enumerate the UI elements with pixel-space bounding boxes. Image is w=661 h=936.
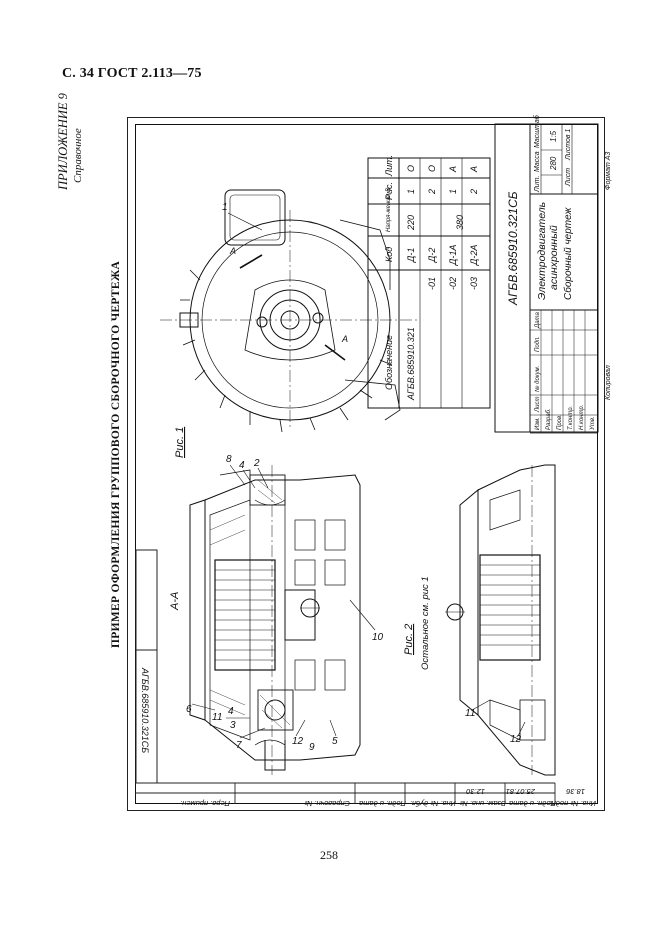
callout-6: 6 <box>186 704 192 715</box>
drawing-sheet-inner-frame <box>135 124 598 804</box>
vt-r4-designation: -03 <box>469 277 479 290</box>
tb-mass-value: 280 <box>549 156 558 171</box>
tb-mass-header: Масса <box>534 151 541 172</box>
callout-fig2-12: 12 <box>510 734 522 745</box>
tb-role-tkontr: Т.контр. <box>568 406 574 430</box>
margin-label-perv-primen: Перв. примен. <box>180 799 230 808</box>
margin-label-inv-dubl: Инв. № дубл. <box>410 799 456 808</box>
margin-labels: Перв. примен. Справочн. № Подп. и дата И… <box>180 787 596 808</box>
vt-header-code: Код <box>384 247 394 262</box>
fig2-label: Рис. 2 <box>403 624 415 655</box>
callout-2: 2 <box>253 458 260 469</box>
vt-r1-code: Д-1 <box>406 248 416 263</box>
tb-role-data: Дата <box>535 312 541 329</box>
margin-value-1230: 12.30 <box>465 787 485 796</box>
tb-role-nkontr: Н.контр. <box>579 405 585 430</box>
margin-label-inv-podl: Инв. № подл. <box>549 799 596 808</box>
callout-10: 10 <box>372 632 384 643</box>
vt-header-voltage: Напря-жение, В <box>386 188 392 232</box>
tb-role-list: Лист <box>535 397 541 413</box>
tb-scale-value: 1:5 <box>549 130 558 142</box>
vt-r1-voltage: 220 <box>406 215 416 231</box>
tb-format: Формат А3 <box>605 152 612 190</box>
margin-value-1836: 18.36 <box>565 787 585 796</box>
callout-5: 5 <box>332 736 338 747</box>
tb-role-dokum: № докум. <box>534 366 541 392</box>
vt-header-designation: Обозначение <box>384 335 394 390</box>
title-block-text: АГБВ.685910.321СБ Электродвигатель асинх… <box>506 114 612 431</box>
margin-label-spravochn: Справочн. № <box>304 799 350 808</box>
margin-label-podp-data-2: Подп. и дата <box>509 799 556 808</box>
callout-7: 7 <box>236 740 242 751</box>
left-margin-strip <box>135 782 556 804</box>
variants-table-text: Обозначение Код Напря-жение, В Рис. Лит.… <box>384 155 479 401</box>
vt-r2-fig: 2 <box>427 189 437 195</box>
vt-r4-fig: 2 <box>469 189 479 195</box>
vt-r4-code: Д-2А <box>469 245 479 266</box>
margin-value-date: 25.07.81 <box>506 787 536 796</box>
page-header: С. 34 ГОСТ 2.113—75 <box>62 66 202 81</box>
vt-r3-designation: -02 <box>448 277 458 290</box>
callout-3: 3 <box>230 720 236 731</box>
vt-r2-designation: -01 <box>427 277 437 290</box>
vt-r2-lit: О <box>427 165 437 172</box>
vt-r1-fig: 1 <box>406 189 416 194</box>
vt-r3-lit: А <box>448 166 458 173</box>
tb-sheet-label: Лист <box>565 168 572 187</box>
fig1-label: Рис. 1 <box>174 427 186 458</box>
page-number: 258 <box>320 848 338 862</box>
vt-r3-fig: 1 <box>448 189 458 194</box>
title-block <box>494 123 599 434</box>
callout-8: 8 <box>226 454 232 465</box>
vt-r1-designation: АГБВ.685910.321 <box>406 327 416 401</box>
tb-role-izm: Изм. <box>535 417 541 430</box>
tb-sheets-label: Листов 1 <box>565 129 572 161</box>
tb-role-prov: Пров. <box>557 414 563 430</box>
tb-lit-header: Лит. <box>534 176 541 193</box>
variants-table <box>367 157 491 409</box>
vt-r1-lit: О <box>406 165 416 172</box>
fig2-partial-view <box>445 464 556 776</box>
view-marker-a-bottom: А <box>341 334 348 344</box>
view-marker-a-top: А <box>229 246 236 256</box>
fig1-section-view <box>189 465 361 775</box>
fig1-leaders <box>191 212 376 739</box>
top-left-code: АГБВ.685910.321СБ <box>140 667 150 753</box>
vt-r2-code: Д-2 <box>427 248 437 263</box>
callout-12: 12 <box>292 736 304 747</box>
tb-role-utv: Утв. <box>590 416 596 431</box>
vt-header-lit: Лит. <box>384 155 394 177</box>
end-view <box>160 189 420 433</box>
tb-name-1: Электродвигатель <box>536 202 548 300</box>
tb-name-2: асинхронный <box>548 225 560 290</box>
tb-designation: АГБВ.685910.321СБ <box>506 191 520 306</box>
drawing-sheet-outer-frame <box>127 117 605 811</box>
callout-fig2-11: 11 <box>465 708 475 719</box>
fig2-callouts: 11 12 <box>465 708 522 745</box>
callout-4-top: 4 <box>239 460 245 471</box>
vt-r3-voltage: 380 <box>455 215 465 230</box>
fig1-callouts: 8 4 2 6 11 4 3 7 12 9 5 10 1 <box>186 202 384 753</box>
vt-r4-lit: А <box>469 166 479 173</box>
callout-11: 11 <box>212 712 222 723</box>
tb-name-3: Сборочный чертеж <box>562 206 574 300</box>
vt-header-fig: Рис. <box>384 182 394 200</box>
tb-scale-header: Масштаб <box>533 114 541 148</box>
section-label: А-А <box>169 592 181 611</box>
tb-role-razrab: Разраб. <box>546 408 552 430</box>
margin-label-vzam-inv: Взам. инв. № <box>460 799 506 808</box>
tb-copied: Копировал <box>605 365 612 400</box>
fig2-note: Остальное см. рис 1 <box>420 576 431 670</box>
tb-role-podp: Подп. <box>535 336 541 352</box>
callout-4: 4 <box>228 706 234 717</box>
top-left-code-box <box>135 549 158 784</box>
callout-9: 9 <box>309 742 315 753</box>
vt-r3-code: Д-1А <box>448 245 458 266</box>
margin-label-podp-data-1: Подп. и дата <box>359 799 406 808</box>
